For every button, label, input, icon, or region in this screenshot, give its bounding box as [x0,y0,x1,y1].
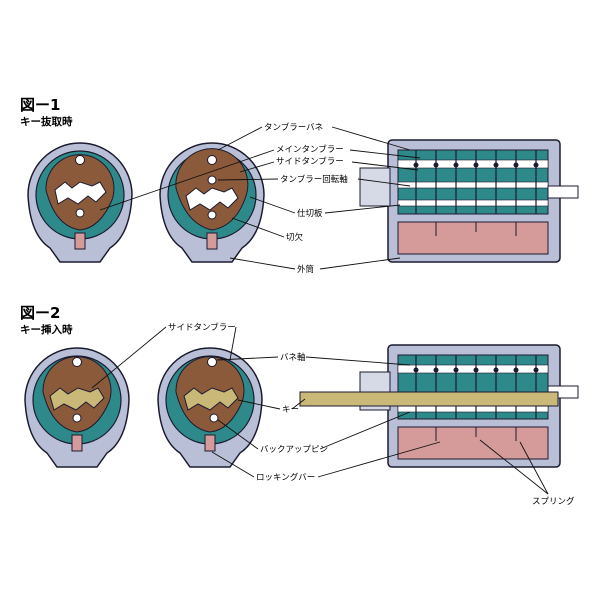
fig1-side-section [359,139,579,263]
label-partition-plate: 仕切板 [297,208,323,219]
fig2-side-section [359,344,579,468]
fig2-cross-section-right [157,347,263,468]
figure1-subtitle: キー抜取時 [20,115,73,128]
label-notch: 切欠 [286,232,304,243]
figure2-title: 図ー2 [20,304,60,322]
label-side-tumbler-2: サイドタンブラー [168,322,236,333]
label-spring-shaft: バネ軸 [280,352,306,363]
figure1-title: 図ー1 [20,96,60,114]
fig2-cross-section-left [24,347,130,468]
label-key: キー [282,405,299,415]
label-spring: スプリング [532,496,575,507]
fig1-cross-section-left [27,142,133,263]
label-side-tumbler: サイドタンブラー [276,156,344,167]
label-main-tumbler: メインタンブラー [276,144,344,155]
label-locking-bar: ロッキングバー [256,472,315,483]
figure2-subtitle: キー挿入時 [20,323,73,336]
label-tumbler-spring: タンブラーバネ [264,122,323,133]
label-tumbler-shaft: タンブラー回転軸 [280,174,348,185]
fig1-leader-lines [99,126,421,270]
label-backup-pin: バックアップピン [260,445,328,455]
fig2-leader-lines [91,326,549,495]
label-outer-cylinder: 外筒 [297,264,314,275]
fig1-cross-section-right [159,142,265,263]
inserted-key [299,391,559,407]
